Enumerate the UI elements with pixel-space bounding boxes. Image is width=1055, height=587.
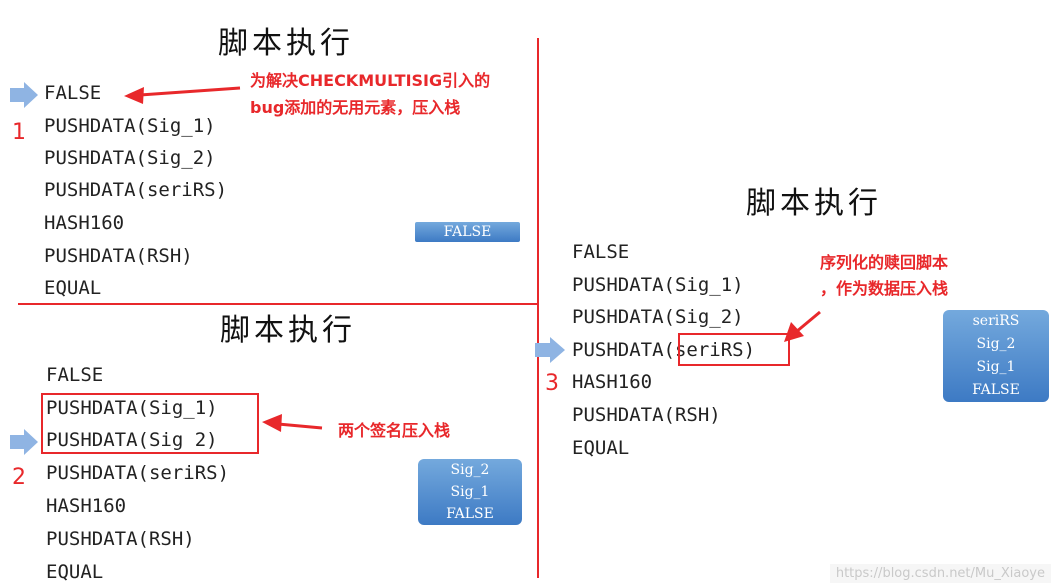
- panel-2-line-7: EQUAL: [46, 561, 104, 583]
- panel-3-annotation-arrow-icon: [784, 310, 821, 342]
- panel-3-seriRS-highlight: [678, 333, 790, 366]
- panel-2-stack-item-3: FALSE: [446, 506, 494, 522]
- panel-1-stack: FALSE: [415, 222, 520, 242]
- panel-2-line-5: HASH160: [46, 495, 127, 517]
- panel-3-line-7: EQUAL: [572, 437, 630, 459]
- panel-3-line-4-op: PUSHDATA: [572, 339, 664, 361]
- panel-2-stack-item-2: Sig_1: [450, 484, 490, 500]
- panel-2-line-2: PUSHDATA(Sig_1): [46, 397, 218, 419]
- panel-2-stack: Sig_2 Sig_1 FALSE: [418, 459, 522, 525]
- panel-1-line-4: PUSHDATA(seriRS): [44, 179, 228, 201]
- panel-1-pointer-arrow-icon: [10, 82, 38, 108]
- panel-3-line-5: HASH160: [572, 371, 653, 393]
- panel-3-pointer-arrow-icon: [535, 337, 565, 363]
- panel-1-annotation-arrow-icon: [124, 86, 241, 104]
- panel-2-line-4: PUSHDATA(seriRS): [46, 462, 230, 484]
- panel-3-line-1: FALSE: [572, 241, 630, 263]
- panel-1-line-6: PUSHDATA(RSH): [44, 245, 193, 267]
- panel-1-line-1: FALSE: [44, 82, 102, 104]
- panel-1-line-7: EQUAL: [44, 277, 102, 299]
- panel-3-line-4-highlighted: (seriRS): [663, 339, 756, 361]
- panel-3-note-line-1: 序列化的赎回脚本: [820, 253, 949, 272]
- panel-3-line-2: PUSHDATA(Sig_1): [572, 274, 744, 296]
- panel-2-note-line-1: 两个签名压入栈: [338, 421, 451, 440]
- panel-2-pointer-arrow-icon: [10, 429, 38, 455]
- panel-2-line-3: PUSHDATA(Sig 2): [46, 429, 218, 451]
- panel-2-line-6: PUSHDATA(RSH): [46, 528, 195, 550]
- panel-2-stack-item-1: Sig_2: [450, 462, 490, 478]
- watermark: https://blog.csdn.net/Mu_Xiaoye: [829, 564, 1051, 583]
- panel-2-signature-highlight: [41, 393, 259, 454]
- panel-3-stack-item-2: Sig_2: [976, 336, 1016, 352]
- panel-3-stack: seriRS Sig_2 Sig_1 FALSE: [943, 310, 1049, 402]
- panel-2-annotation-arrow-icon: [262, 414, 323, 432]
- panel-2-line-1: FALSE: [46, 364, 104, 386]
- panel-3-line-6: PUSHDATA(RSH): [572, 404, 721, 426]
- panel-2-title: 脚本执行: [220, 313, 356, 348]
- panel-1-title: 脚本执行: [218, 26, 354, 61]
- horizontal-divider: [18, 303, 538, 305]
- panel-3-line-4: PUSHDATA(seriRS): [572, 339, 755, 361]
- panel-1-line-3: PUSHDATA(Sig_2): [44, 147, 216, 169]
- panel-1-stack-item-1: FALSE: [443, 224, 492, 240]
- panel-1-note-line-2: bug添加的无用元素，压入栈: [250, 98, 461, 117]
- panel-3-stack-item-1: seriRS: [972, 313, 1020, 329]
- panel-1-note-line-1: 为解决CHECKMULTISIG引入的: [250, 71, 491, 90]
- vertical-divider: [537, 38, 539, 578]
- panel-3-step-number: 3: [545, 371, 559, 396]
- panel-1-line-2: PUSHDATA(Sig_1): [44, 115, 216, 137]
- panel-1-step-number: 1: [12, 120, 26, 145]
- panel-3-title: 脚本执行: [746, 186, 882, 221]
- panel-3-note-line-2: ，作为数据压入栈: [820, 279, 949, 298]
- panel-3-stack-item-3: Sig_1: [976, 359, 1016, 375]
- panel-3-line-3: PUSHDATA(Sig_2): [572, 306, 744, 328]
- panel-1-line-5: HASH160: [44, 212, 125, 234]
- panel-3-stack-item-4: FALSE: [972, 382, 1020, 398]
- panel-2-step-number: 2: [12, 465, 26, 490]
